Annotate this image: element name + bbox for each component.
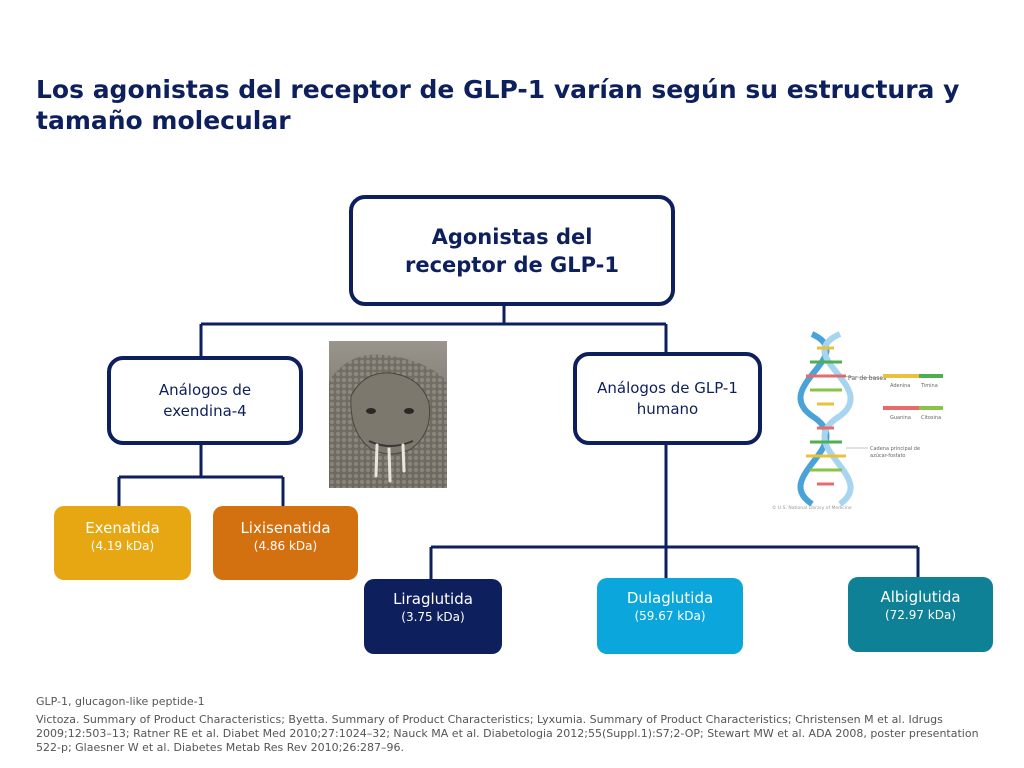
drug-name-lixisenatida: Lixisenatida xyxy=(240,519,331,537)
drug-mass-exenatida: (4.19 kDa) xyxy=(90,539,155,553)
lizard-mouth xyxy=(368,440,414,447)
dna-label-base-pair: Par de bases xyxy=(848,375,886,382)
node-human-glp1-analogs: Análogos de GLP-1 humano xyxy=(573,352,762,445)
node-exendina-line2: exendina-4 xyxy=(163,401,247,420)
node-humano-line1: Análogos de GLP-1 xyxy=(597,378,738,397)
drug-node-dulaglutida: Dulaglutida (59.67 kDa) xyxy=(597,578,743,654)
lizard-photo xyxy=(329,341,447,488)
drug-node-exenatida: Exenatida (4.19 kDa) xyxy=(54,506,191,580)
lizard-saliva xyxy=(374,443,406,483)
drug-name-exenatida: Exenatida xyxy=(85,519,160,537)
drug-name-albiglutida: Albiglutida xyxy=(880,588,961,606)
drug-node-liraglutida: Liraglutida (3.75 kDa) xyxy=(364,579,502,654)
node-humano-line2: humano xyxy=(636,399,699,418)
node-exendina-line1: Análogos de xyxy=(158,380,252,399)
drug-name-dulaglutida: Dulaglutida xyxy=(626,589,714,607)
dna-label-guanina: Guanina xyxy=(890,415,911,421)
node-exendina-analogs: Análogos de exendina-4 xyxy=(107,356,303,445)
dna-label-timina: Timina xyxy=(920,383,938,389)
dna-strand-light xyxy=(821,331,854,507)
drug-node-albiglutida: Albiglutida (72.97 kDa) xyxy=(848,577,993,652)
dna-helix xyxy=(797,331,854,507)
dna-credit: © U.S. National Library of Medicine xyxy=(772,504,852,511)
root-node-line1: Agonistas del xyxy=(431,224,593,249)
root-node-line2: receptor de GLP-1 xyxy=(404,252,619,277)
footnotes: GLP-1, glucagon-like peptide-1 Victoza. … xyxy=(36,695,986,755)
references: Victoza. Summary of Product Characterist… xyxy=(36,713,979,754)
dna-strand-blue xyxy=(797,331,830,507)
drug-mass-lixisenatida: (4.86 kDa) xyxy=(253,539,318,553)
slide-title: Los agonistas del receptor de GLP-1 varí… xyxy=(36,75,960,135)
lizard-eye-right xyxy=(404,408,414,414)
drug-mass-albiglutida: (72.97 kDa) xyxy=(884,608,957,622)
dna-label-adenina: Adenina xyxy=(890,383,910,389)
dna-label-backbone-2: azúcar-fosfato xyxy=(870,452,905,459)
abbreviation-note: GLP-1, glucagon-like peptide-1 xyxy=(36,695,205,708)
dna-label-citosina: Citosina xyxy=(921,415,941,421)
drug-name-liraglutida: Liraglutida xyxy=(393,590,473,608)
dna-helix-figure: Par de bases Adenina Timina Guanina Cito… xyxy=(772,331,943,511)
lizard-eye-left xyxy=(366,408,376,414)
root-node-glp1-agonists: Agonistas del receptor de GLP-1 xyxy=(349,195,675,306)
lizard-head xyxy=(350,372,431,455)
drug-node-lixisenatida: Lixisenatida (4.86 kDa) xyxy=(213,506,358,580)
dna-label-backbone-1: Cadena principal de xyxy=(870,446,920,452)
drug-mass-dulaglutida: (59.67 kDa) xyxy=(634,609,706,623)
drug-mass-liraglutida: (3.75 kDa) xyxy=(401,610,465,624)
